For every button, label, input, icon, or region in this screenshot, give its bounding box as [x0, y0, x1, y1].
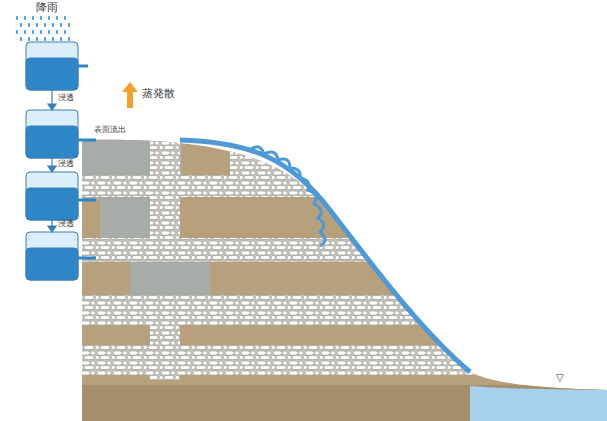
- rain-label: 降雨: [36, 2, 58, 14]
- infiltration-label: 浸透: [58, 220, 74, 229]
- surface-runoff-label: 表面流出: [94, 126, 126, 135]
- infiltration-label: 浸透: [58, 160, 74, 169]
- evapotranspiration-label: 蒸発散: [142, 88, 175, 100]
- infiltration-label: 浸透: [58, 94, 74, 103]
- water-level-symbol: ▽: [556, 372, 564, 383]
